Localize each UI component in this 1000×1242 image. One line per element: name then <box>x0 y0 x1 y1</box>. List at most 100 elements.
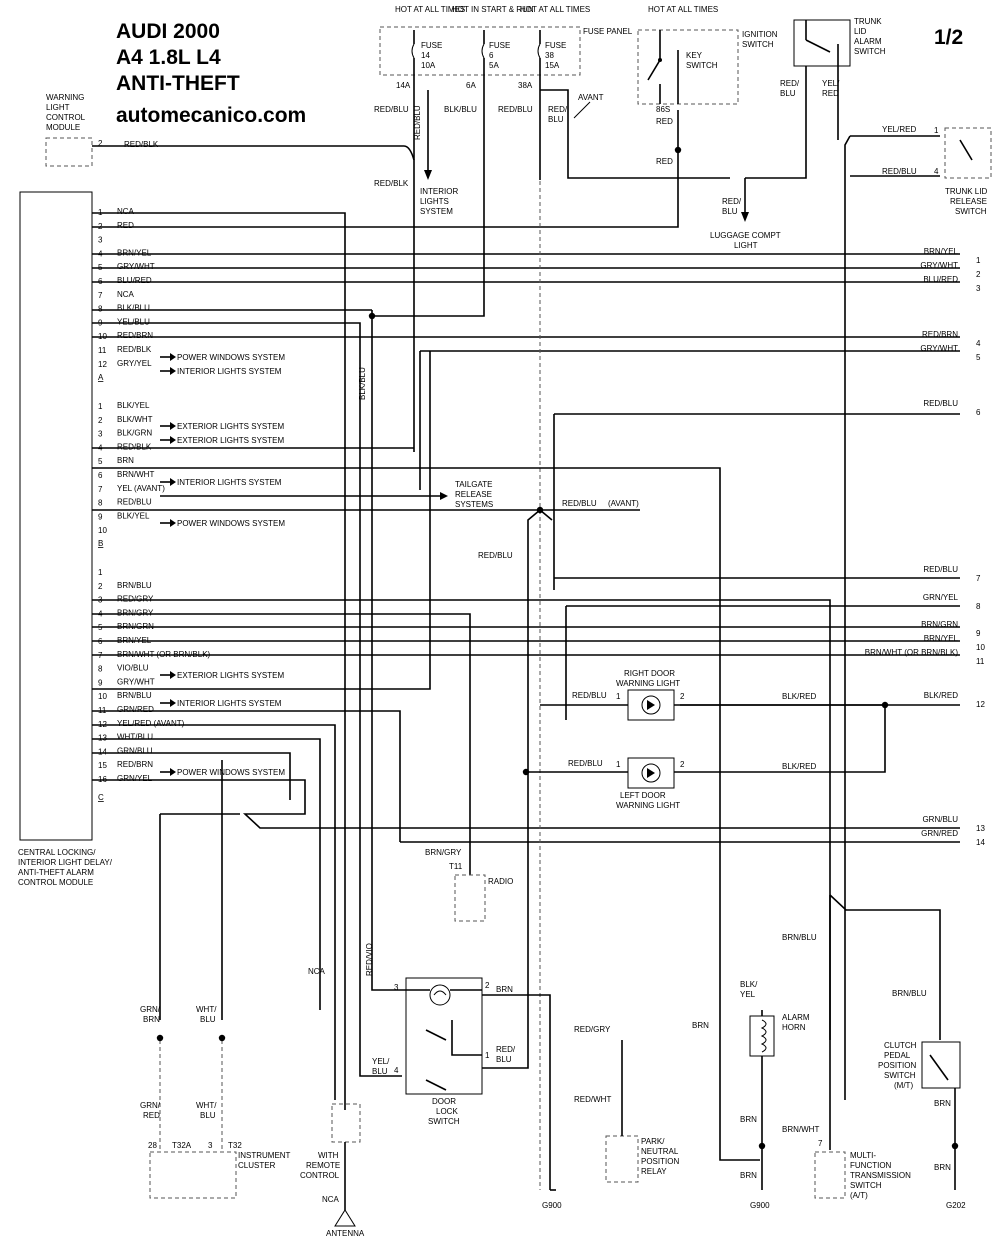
fuse6-number: 6 <box>489 51 494 60</box>
wire-yel-red-release: YEL/RED <box>882 125 916 134</box>
wire-red-wht-relay: RED/WHT <box>574 1095 611 1104</box>
svg-text:SWITCH: SWITCH <box>850 1181 882 1190</box>
pin-number: 2 <box>98 416 103 425</box>
title-make-year: AUDI 2000 <box>116 20 220 43</box>
radio: BRN/GRY T11 RADIO <box>425 848 513 922</box>
wire-red-blu-14a: RED/BLU <box>374 105 409 114</box>
fuse14-number: 14 <box>421 51 430 60</box>
svg-text:4: 4 <box>394 1066 399 1075</box>
ref-wire-color: BRN/GRN <box>921 620 958 629</box>
left-door-warning-light: LEFT DOOR WARNING LIGHT 1 2 RED/BLU BLK/… <box>526 705 886 810</box>
clutch-switch-box <box>921 1041 961 1089</box>
power-windows-b9: POWER WINDOWS SYSTEM <box>177 519 285 528</box>
ref-number: 7 <box>976 574 981 583</box>
wire-red-blu-rdl: RED/BLU <box>572 691 607 700</box>
wire-brn-blu-1: BRN/BLU <box>782 933 817 942</box>
wire-yel-blu-dl-1: YEL/ <box>372 1057 390 1066</box>
ignition-hot-label: HOT AT ALL TIMES <box>648 5 718 14</box>
wire-red-gry-relay: RED/GRY <box>574 1025 611 1034</box>
svg-text:2: 2 <box>98 139 103 148</box>
power-windows-a11: POWER WINDOWS SYSTEM <box>177 353 285 362</box>
svg-text:1: 1 <box>616 760 621 769</box>
fuse-col3-header: HOT AT ALL TIMES <box>520 5 590 14</box>
fuse-col2-header: HOT IN START & RUN <box>452 5 534 14</box>
pin-wire-color: RED/BRN <box>117 331 153 340</box>
svg-text:RELAY: RELAY <box>641 1167 667 1176</box>
wire-blk-red-ldl: BLK/RED <box>782 762 816 771</box>
svg-text:1: 1 <box>934 126 939 135</box>
fuse14-amps: 10A <box>421 61 436 70</box>
wire-brn-clutch-2: BRN <box>934 1163 951 1172</box>
ref-number: 5 <box>976 353 981 362</box>
fuse14-terminal: 14A <box>396 81 411 90</box>
pin-wire-color: RED/BRN <box>117 760 153 769</box>
left-door-box <box>627 757 675 789</box>
interior-lights-a12: INTERIOR LIGHTS SYSTEM <box>177 367 282 376</box>
connector-c-letter: C <box>98 793 104 802</box>
wire-red-blu-trunk-1: RED/ <box>780 79 800 88</box>
wire-blk-red-rdl: BLK/RED <box>782 692 816 701</box>
ref-wire-color: RED/BRN <box>922 330 958 339</box>
website-label: automecanico.com <box>116 104 306 127</box>
ground-g202: G202 <box>946 1201 966 1210</box>
pin-wire-color: BLU/RED <box>117 276 152 285</box>
pin-number: 15 <box>98 761 107 770</box>
wire-harness: INTERIOR LIGHTS SYSTEM RED/BLU RED/BLU B… <box>92 89 889 1190</box>
wire-grn-brn-1: GRN/ <box>140 1005 161 1014</box>
pin-wire-color: GRN/YEL <box>117 774 153 783</box>
pin-number: 1 <box>98 402 103 411</box>
ref-number: 3 <box>976 284 981 293</box>
page-number: 1/2 <box>934 26 963 49</box>
ref-number: 13 <box>976 824 985 833</box>
interior-lights-top-3: SYSTEM <box>420 207 453 216</box>
ref-number: 14 <box>976 838 985 847</box>
ref-number: 10 <box>976 643 985 652</box>
conn-t32a: T32A <box>172 1141 192 1150</box>
svg-text:PEDAL: PEDAL <box>884 1051 911 1060</box>
pin-wire-color: BRN <box>117 456 134 465</box>
luggage-compt-light: RED/ BLU LUGGAGE COMPT LIGHT <box>710 178 781 250</box>
ground-g900-b: G900 <box>750 1201 770 1210</box>
pin-wire-color: GRY/WHT <box>117 262 155 271</box>
fuse-col1-header: HOT AT ALL TIMES <box>395 5 465 14</box>
svg-text:WARNING LIGHT: WARNING LIGHT <box>616 801 680 810</box>
svg-text:(M/T): (M/T) <box>894 1081 913 1090</box>
wire-red-blu-ldl: RED/BLU <box>568 759 603 768</box>
svg-text:4: 4 <box>934 167 939 176</box>
ignition-switch-box <box>637 29 739 105</box>
trunk-alarm-box <box>793 19 851 67</box>
ignition-switch: HOT AT ALL TIMES IGNITION SWITCH KEY SWI… <box>637 5 778 166</box>
ref-number: 11 <box>976 657 985 666</box>
right-reference-numbers: 1BRN/YEL2GRY/WHT3BLU/RED4RED/BRN5GRY/WHT… <box>865 247 986 847</box>
pin-number: 12 <box>98 360 107 369</box>
control-module-label-2: INTERIOR LIGHT DELAY/ <box>18 858 113 867</box>
ref-wire-color: GRN/RED <box>921 829 958 838</box>
warning-module-label-3: CONTROL <box>46 113 86 122</box>
svg-text:7: 7 <box>818 1139 823 1148</box>
radio-label: RADIO <box>488 877 513 886</box>
antenna: NCA WITH REMOTE CONTROL NCA ANTENNA <box>300 967 365 1238</box>
title-model-engine: A4 1.8L L4 <box>116 46 221 69</box>
pin-wire-color: RED/BLK <box>117 345 152 354</box>
ignition-switch-label-1: IGNITION <box>742 30 778 39</box>
svg-text:WARNING LIGHT: WARNING LIGHT <box>616 679 680 688</box>
pin-number: 10 <box>98 692 107 701</box>
control-module-label-3: ANTI-THEFT ALARM <box>18 868 94 877</box>
ground-g900-a: G900 <box>542 1201 562 1210</box>
svg-text:CLUTCH: CLUTCH <box>884 1041 917 1050</box>
fuse6-terminal: 6A <box>466 81 476 90</box>
pin-wire-color: BRN/YEL <box>117 248 152 257</box>
exterior-lights-b2: EXTERIOR LIGHTS SYSTEM <box>177 422 284 431</box>
warning-module-label-1: WARNING <box>46 93 84 102</box>
svg-text:SWITCH: SWITCH <box>854 47 886 56</box>
ref-number: 1 <box>976 256 981 265</box>
svg-text:INSTRUMENT: INSTRUMENT <box>238 1151 291 1160</box>
wire-brn-wht-mf: BRN/WHT <box>782 1125 819 1134</box>
pin-number: 1 <box>98 568 103 577</box>
pin-number: 8 <box>98 305 103 314</box>
svg-text:HORN: HORN <box>782 1023 806 1032</box>
pin-wire-color: GRY/YEL <box>117 359 152 368</box>
pin-wire-color: YEL/RED (AVANT) <box>117 719 185 728</box>
ref-wire-color: GRN/YEL <box>923 593 959 602</box>
